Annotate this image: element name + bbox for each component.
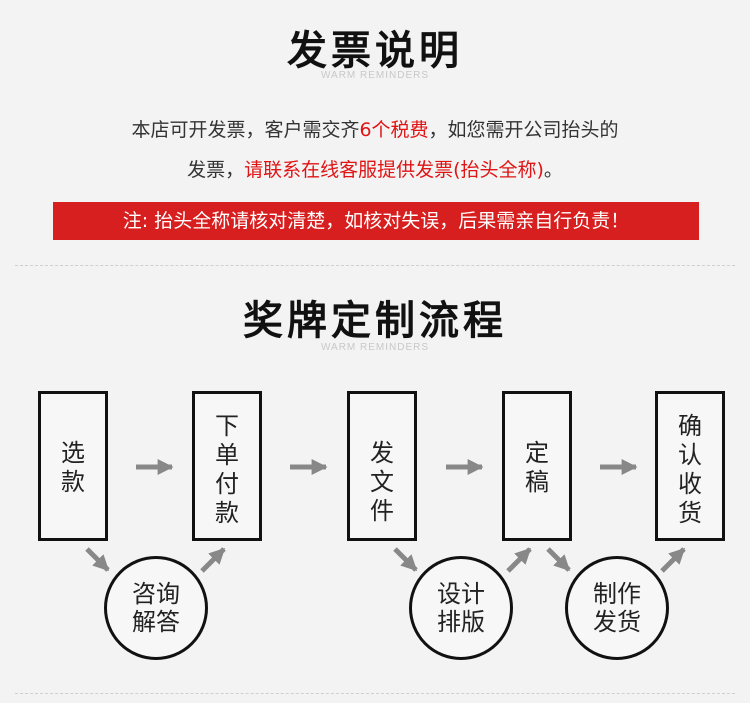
step-box-3: 发文件 <box>347 391 417 541</box>
side-step-circle-1: 咨询解答 <box>104 556 208 660</box>
arrow-down-to-consult <box>85 547 110 572</box>
step-box-5: 确认收货 <box>655 391 725 541</box>
side-step-label: 咨询解答 <box>131 580 180 636</box>
line1-text-c: ，如您需开公司抬头的 <box>428 119 619 141</box>
step-label: 发文件 <box>369 439 394 525</box>
notice-banner: 注: 抬头全称请核对清楚，如核对失误，后果需亲自行负责！ <box>53 202 699 240</box>
invoice-paragraph-line1: 本店可开发票，客户需交齐6个税费，如您需开公司抬头的 <box>0 115 750 142</box>
invoice-title: 发票说明 <box>287 27 463 74</box>
arrow-down-to-design <box>393 547 418 572</box>
side-step-circle-3: 制作发货 <box>565 556 669 660</box>
side-step-label: 设计排版 <box>436 580 485 636</box>
arrow-up-from-consult <box>200 547 226 573</box>
step-box-4: 定稿 <box>502 391 572 541</box>
step-label: 定稿 <box>524 439 549 496</box>
arrow-up-from-produce <box>660 547 686 573</box>
step-label: 下单付款 <box>214 412 239 527</box>
invoice-paragraph-line2: 发票，请联系在线客服提供发票(抬头全称)。 <box>0 155 750 182</box>
invoice-subtitle: WARM REMINDERS <box>320 70 430 81</box>
side-step-label: 制作发货 <box>592 580 641 636</box>
arrow-up-from-design <box>506 547 532 573</box>
line1-highlight: 6个税费 <box>359 119 429 141</box>
step-label: 选款 <box>60 439 85 496</box>
step-box-2: 下单付款 <box>192 391 262 541</box>
process-title: 奖牌定制流程 <box>243 297 507 344</box>
line2-highlight: 请联系在线客服提供发票(抬头全称) <box>244 159 544 181</box>
step-label: 确认收货 <box>677 412 702 527</box>
process-subtitle: WARM REMINDERS <box>320 342 430 353</box>
line1-text-a: 本店可开发票，客户需交齐 <box>131 119 360 141</box>
step-box-1: 选款 <box>38 391 108 541</box>
bottom-divider <box>15 693 735 694</box>
section-divider <box>15 265 735 266</box>
side-step-circle-2: 设计排版 <box>409 556 513 660</box>
arrow-down-to-produce <box>546 547 571 572</box>
line2-text-c: 。 <box>543 159 563 181</box>
line2-text-a: 发票， <box>187 159 245 181</box>
